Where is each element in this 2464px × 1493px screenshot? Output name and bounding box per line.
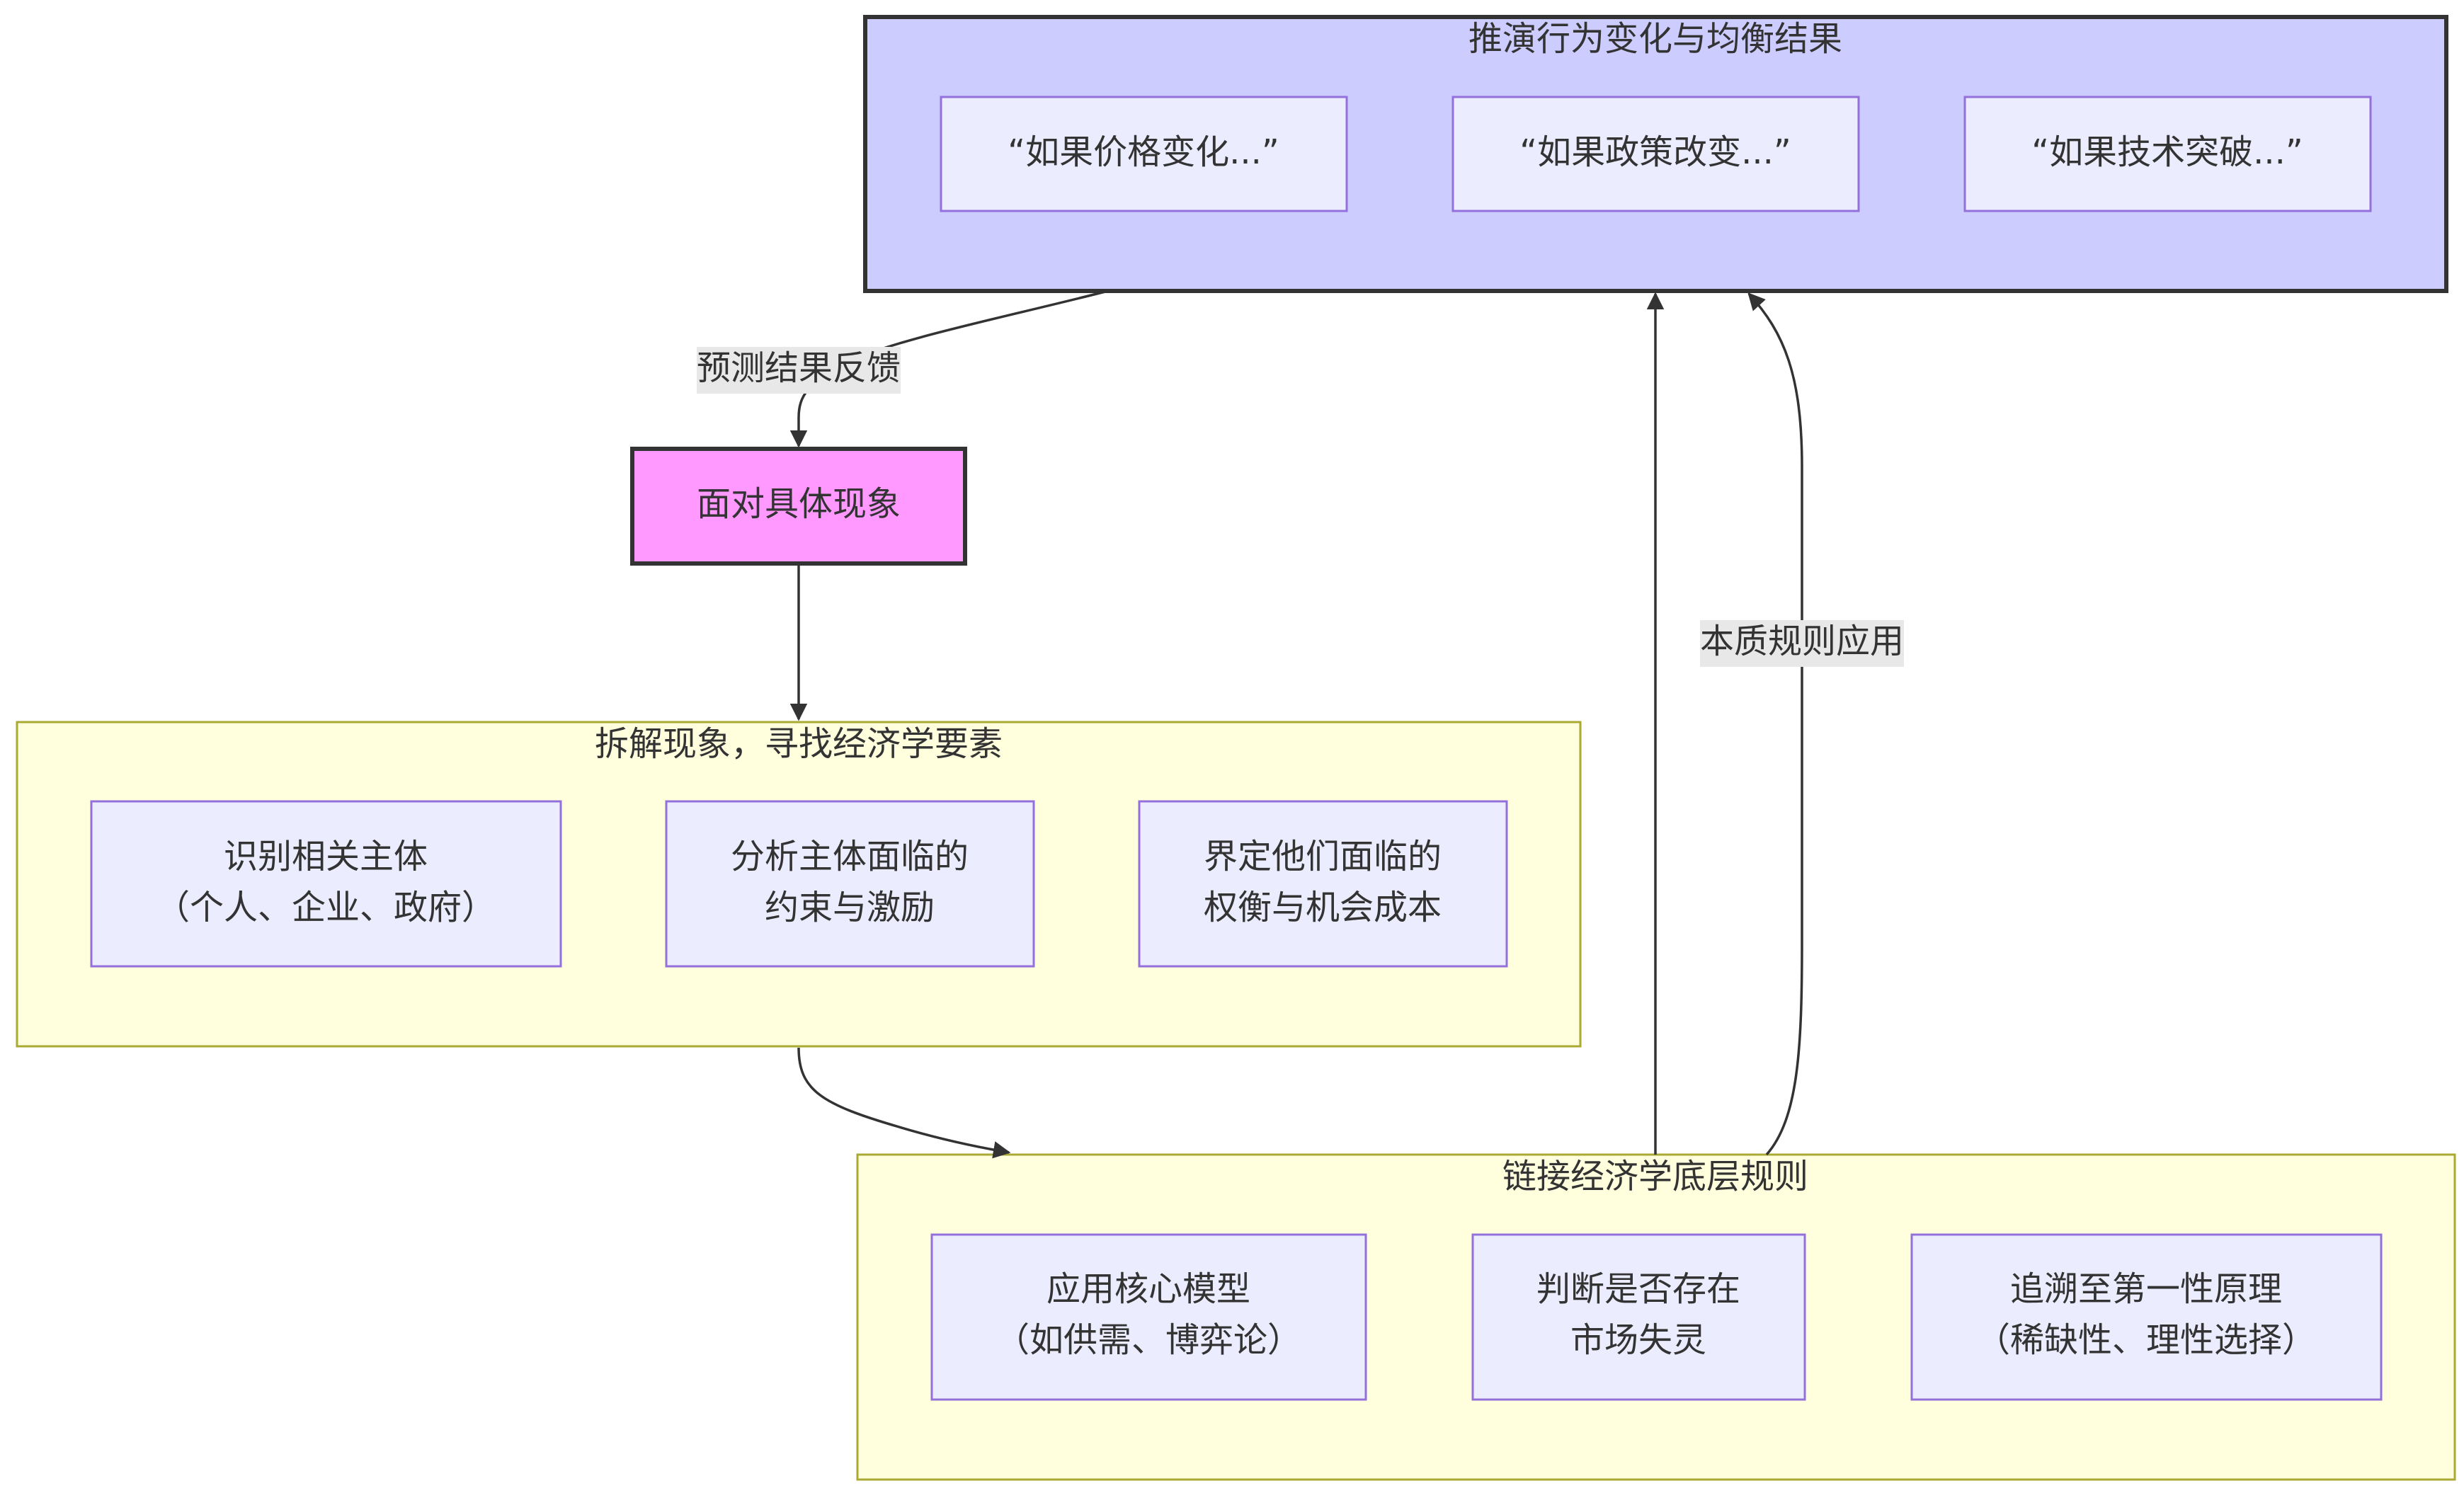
node-constraints-line2: 约束与激励 (765, 888, 935, 927)
node-price-change-label: “如果价格变化...” (1008, 132, 1279, 172)
node-policy-change: “如果政策改变...” (1451, 96, 1860, 212)
node-core-models: 应用核心模型 （如供需、博弈论） (930, 1233, 1367, 1401)
start-node-label: 面对具体现象 (697, 484, 901, 524)
node-first-principles-line1: 追溯至第一性原理 (2010, 1269, 2282, 1309)
node-identify-actors: 识别相关主体 （个人、企业、政府） (90, 800, 562, 968)
group-link-rules: 链接经济学底层规则 应用核心模型 （如供需、博弈论） 判断是否存在 市场失灵 追… (856, 1153, 2456, 1481)
node-identify-actors-line2: （个人、企业、政府） (156, 888, 496, 927)
node-price-change: “如果价格变化...” (940, 96, 1348, 212)
node-market-failure: 判断是否存在 市场失灵 (1471, 1233, 1806, 1401)
edge-decompose-to-link (797, 1047, 1011, 1159)
group-predict-title: 推演行为变化与均衡结果 (1468, 19, 1842, 59)
edge-link-to-predict-applied (1747, 292, 1803, 1156)
edge-label-apply-text: 本质规则应用 (1700, 622, 1904, 661)
node-first-principles-line2: （稀缺性、理性选择） (1976, 1320, 2316, 1360)
node-constraints-incentives: 分析主体面临的 约束与激励 (665, 800, 1035, 968)
node-core-models-line1: 应用核心模型 (1046, 1269, 1250, 1309)
group-decompose: 拆解现象，寻找经济学要素 识别相关主体 （个人、企业、政府） 分析主体面临的 约… (16, 721, 1582, 1048)
node-first-principles: 追溯至第一性原理 （稀缺性、理性选择） (1910, 1233, 2383, 1401)
edge-label-apply: 本质规则应用 (1700, 620, 1904, 667)
node-constraints-line1: 分析主体面临的 (731, 837, 969, 876)
edge-label-feedback-text: 预测结果反馈 (697, 348, 901, 388)
group-decompose-title: 拆解现象，寻找经济学要素 (595, 724, 1003, 764)
node-identify-actors-line1: 识别相关主体 (224, 837, 428, 876)
group-predict-outcomes: 推演行为变化与均衡结果 “如果价格变化...” “如果政策改变...” “如果技… (863, 15, 2448, 293)
node-tradeoffs: 界定他们面临的 权衡与机会成本 (1138, 800, 1508, 968)
edge-label-feedback: 预测结果反馈 (697, 347, 901, 394)
node-policy-change-label: “如果政策改变...” (1519, 132, 1791, 172)
group-link-title: 链接经济学底层规则 (1502, 1157, 1808, 1196)
node-tech-breakthrough: “如果技术突破...” (1963, 96, 2372, 212)
node-tradeoffs-line1: 界定他们面临的 (1204, 837, 1442, 876)
node-market-failure-line1: 判断是否存在 (1536, 1269, 1740, 1309)
node-core-models-line2: （如供需、博弈论） (996, 1320, 1301, 1360)
node-tradeoffs-line2: 权衡与机会成本 (1204, 888, 1442, 927)
node-market-failure-line2: 市场失灵 (1570, 1320, 1706, 1360)
start-node: 面对具体现象 (630, 447, 967, 566)
node-tech-breakthrough-label: “如果技术突破...” (2031, 132, 2303, 172)
